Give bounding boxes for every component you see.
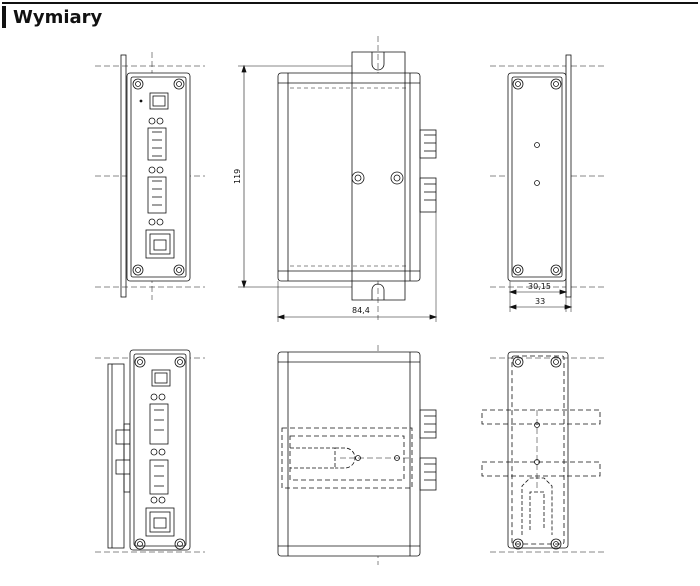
header-rule — [2, 2, 698, 4]
front-view-top — [95, 52, 205, 300]
side-view-top — [490, 54, 605, 312]
front-view-bottom — [95, 349, 205, 553]
width-dimension-label: 84,4 — [352, 306, 370, 315]
section-header: Wymiary — [2, 6, 102, 28]
side-view-bottom — [481, 351, 605, 553]
depth-total-dimension-label: 33 — [535, 297, 545, 306]
plan-view-top — [238, 36, 438, 322]
page-title: Wymiary — [13, 6, 103, 28]
plan-view-bottom — [277, 345, 437, 565]
depth-inner-dimension-label: 30,15 — [528, 282, 551, 291]
height-dimension-label: 119 — [233, 169, 242, 184]
